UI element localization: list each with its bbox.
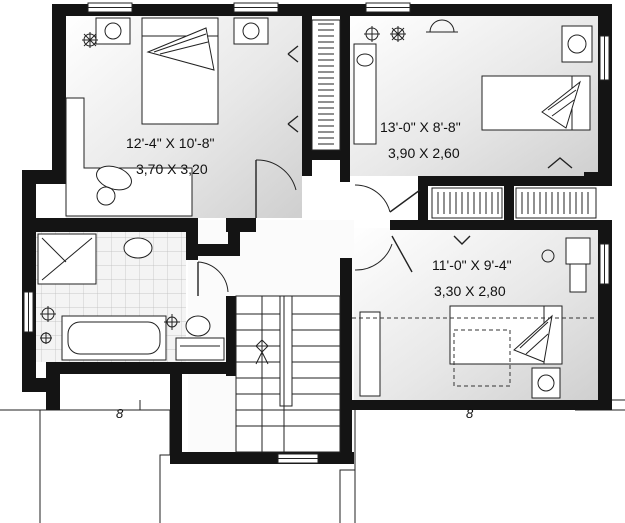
windows — [23, 2, 610, 464]
room-1-label: 12'-4" X 10'-8" 3,70 X 3,20 — [126, 135, 214, 177]
bedroom-1-furniture — [65, 17, 269, 217]
room-1-imperial: 12'-4" X 10'-8" — [126, 135, 214, 151]
room-3-label: 11'-0" X 9'-4" 3,30 X 2,80 — [432, 257, 512, 299]
roof-marker-left: 8 — [116, 406, 124, 421]
doors — [197, 45, 471, 296]
bedroom-3-furniture — [352, 237, 596, 399]
room-2-label: 13'-0" X 8'-8" 3,90 X 2,60 — [380, 119, 461, 161]
room-2-imperial: 13'-0" X 8'-8" — [380, 119, 461, 135]
closets — [311, 19, 597, 219]
room-3-imperial: 11'-0" X 9'-4" — [432, 257, 512, 273]
staircase — [235, 295, 341, 453]
bedroom-2-furniture — [353, 19, 593, 169]
room-2-metric: 3,90 X 2,60 — [388, 145, 460, 161]
room-3-metric: 3,30 X 2,80 — [434, 283, 506, 299]
bathroom-fixtures — [37, 233, 225, 361]
room-1-metric: 3,70 X 3,20 — [136, 161, 208, 177]
roof-marker-right: 8 — [466, 406, 474, 421]
